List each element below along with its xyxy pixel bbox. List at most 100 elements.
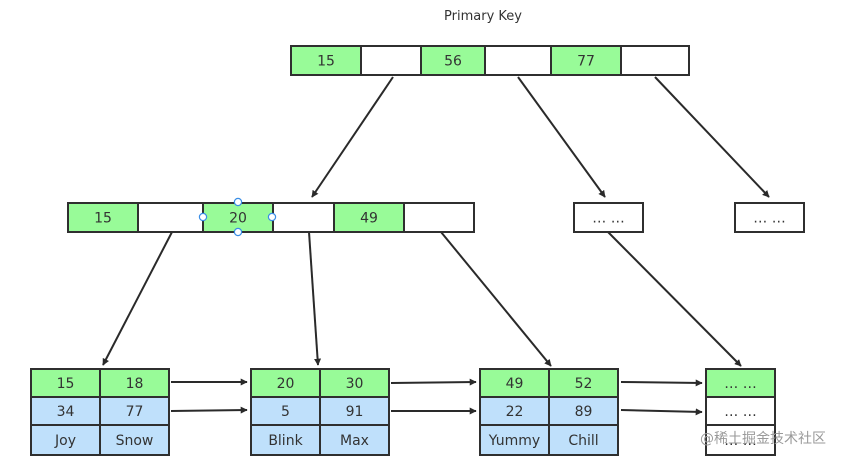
internal-pointer-0 bbox=[137, 202, 204, 233]
internal-pointer-1 bbox=[272, 202, 335, 233]
leaf-3-row-2-label: … … bbox=[724, 433, 756, 449]
leaf-1-names-0: Blink bbox=[250, 424, 321, 456]
leaf-2-ids-1: 89 bbox=[548, 396, 619, 426]
leaf-0-names-0: Joy bbox=[30, 424, 101, 456]
placeholder-node-0-cell: … … bbox=[573, 202, 644, 233]
root-key-1-label: 56 bbox=[444, 54, 462, 70]
leaf-0-names-1: Snow bbox=[99, 424, 170, 456]
leaf-1-keys-0-box bbox=[250, 368, 321, 398]
placeholder-node-1-cell-box bbox=[734, 202, 805, 233]
leaf-3-row-0-label: … … bbox=[724, 376, 756, 392]
leaf-2-keys-1: 52 bbox=[548, 368, 619, 398]
internal-key-1: 20 bbox=[202, 202, 274, 233]
selection-handle-2[interactable] bbox=[267, 212, 277, 222]
leaf-0-ids-1: 77 bbox=[99, 396, 170, 426]
leaf-2-names-0-box bbox=[479, 424, 550, 456]
edge-leaf-2-to-leaf-3-keys bbox=[620, 379, 703, 387]
leaf-3-row-1-label: … … bbox=[724, 404, 756, 420]
internal-key-2-box bbox=[333, 202, 405, 233]
leaf-1-names-1-box bbox=[319, 424, 390, 456]
leaf-1-names-1-label: Max bbox=[340, 433, 369, 449]
edge-internal-to-leaf-0 bbox=[102, 231, 173, 366]
leaf-1-keys-0: 20 bbox=[250, 368, 321, 398]
root-key-0-label: 15 bbox=[317, 54, 335, 70]
root-key-0: 15 bbox=[290, 45, 362, 76]
leaf-0-keys-1-label: 18 bbox=[126, 376, 144, 392]
edge-placeholder-to-leaf-3 bbox=[607, 231, 742, 367]
root-key-2: 77 bbox=[550, 45, 622, 76]
leaf-0-names-1-box bbox=[99, 424, 170, 456]
leaf-1-names-1: Max bbox=[319, 424, 390, 456]
placeholder-node-1-cell: … … bbox=[734, 202, 805, 233]
leaf-0-names-0-box bbox=[30, 424, 101, 456]
leaf-2-names-0: Yummy bbox=[479, 424, 550, 456]
leaf-1-names-0-label: Blink bbox=[268, 433, 303, 449]
leaf-2-ids-0-label: 22 bbox=[506, 404, 524, 420]
selection-handles[interactable] bbox=[198, 197, 277, 237]
root-key-2-box bbox=[550, 45, 622, 76]
leaf-1-ids-1: 91 bbox=[319, 396, 390, 426]
root-pointer-0 bbox=[360, 45, 422, 76]
leaf-1-ids-1-label: 91 bbox=[346, 404, 364, 420]
internal-key-2-label: 49 bbox=[360, 211, 378, 227]
leaf-1-keys-1-label: 30 bbox=[346, 376, 364, 392]
edge-leaf-0-to-leaf-1-ids bbox=[170, 406, 248, 414]
leaf-2-keys-0-label: 49 bbox=[506, 376, 524, 392]
leaf-3-row-0-box bbox=[705, 368, 776, 398]
root-node: 15 56 77 bbox=[290, 45, 690, 76]
placeholder-node-0: … … bbox=[573, 202, 644, 233]
leaf-2-names-0-label: Yummy bbox=[488, 433, 540, 449]
leaf-0-ids-0-label: 34 bbox=[57, 404, 75, 420]
leaf-3-row-1: … … bbox=[705, 396, 776, 426]
internal-pointer-0-box bbox=[137, 202, 204, 233]
internal-pointer-1-box bbox=[272, 202, 335, 233]
root-pointer-1-box bbox=[484, 45, 552, 76]
leaf-0-names-1-label: Snow bbox=[116, 433, 154, 449]
leaf-2-ids-1-box bbox=[548, 396, 619, 426]
leaf-0-ids-0-box bbox=[30, 396, 101, 426]
leaf-2-names-1: Chill bbox=[548, 424, 619, 456]
placeholder-node-1-cell-label: … … bbox=[753, 211, 785, 227]
leaf-2-keys-1-box bbox=[548, 368, 619, 398]
edge-leaf-1-to-leaf-2-keys bbox=[390, 378, 477, 386]
placeholder-node-0-cell-label: … … bbox=[592, 211, 624, 227]
leaf-0-ids-1-label: 77 bbox=[126, 404, 144, 420]
leaf-1-ids-0-label: 5 bbox=[281, 404, 290, 420]
internal-key-1-label: 20 bbox=[229, 211, 247, 227]
internal-pointer-2-box bbox=[403, 202, 475, 233]
internal-key-2: 49 bbox=[333, 202, 405, 233]
root-key-2-label: 77 bbox=[577, 54, 595, 70]
root-pointer-1 bbox=[484, 45, 552, 76]
edge-leaf-2-to-leaf-3-ids bbox=[620, 408, 703, 416]
leaf-1-keys-0-label: 20 bbox=[277, 376, 295, 392]
edge-internal-to-leaf-1 bbox=[308, 231, 322, 366]
internal-key-0-box bbox=[67, 202, 139, 233]
leaf-2-keys-0: 49 bbox=[479, 368, 550, 398]
leaf-3-row-0: … … bbox=[705, 368, 776, 398]
selection-handle-1[interactable] bbox=[198, 212, 208, 222]
leaf-0-keys-0: 15 bbox=[30, 368, 101, 398]
root-pointer-0-box bbox=[360, 45, 422, 76]
diagram-title: Primary Key bbox=[444, 9, 522, 24]
leaf-0-keys-1-box bbox=[99, 368, 170, 398]
leaf-1-ids-0: 5 bbox=[250, 396, 321, 426]
root-pointer-2-box bbox=[620, 45, 690, 76]
edge-root-to-placeholder-0 bbox=[517, 76, 606, 198]
selection-handle-0[interactable] bbox=[233, 197, 243, 207]
watermark: @稀土掘金技术社区 bbox=[700, 431, 826, 447]
leaf-0-keys-0-label: 15 bbox=[57, 376, 75, 392]
leaf-0-names-0-label: Joy bbox=[54, 433, 76, 449]
placeholder-node-0-cell-box bbox=[573, 202, 644, 233]
root-key-1: 56 bbox=[420, 45, 486, 76]
edge-internal-to-leaf-2 bbox=[440, 231, 552, 367]
leaf-2-ids-1-label: 89 bbox=[575, 404, 593, 420]
edge-root-to-placeholder-1 bbox=[654, 76, 770, 198]
internal-key-0: 15 bbox=[67, 202, 139, 233]
edge-root-to-internal bbox=[311, 76, 394, 198]
root-pointer-2 bbox=[620, 45, 690, 76]
selection-handle-3[interactable] bbox=[233, 227, 243, 237]
